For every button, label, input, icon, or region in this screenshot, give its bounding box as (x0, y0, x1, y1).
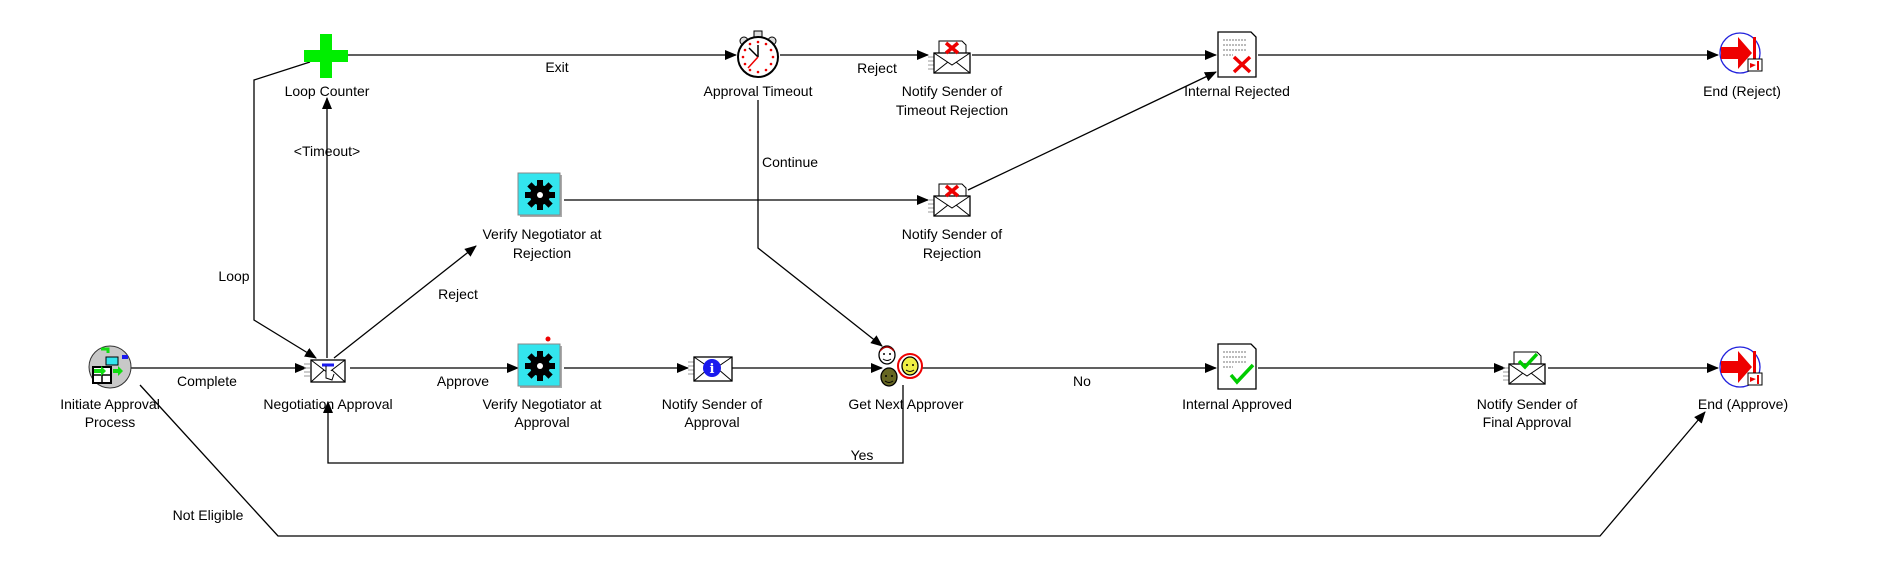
node-get-next-approver[interactable]: Get Next Approver (848, 345, 964, 412)
node-label: Initiate Approval (60, 396, 160, 412)
envelope-approve-icon (1503, 351, 1546, 385)
edge-label-not-eligible: Not Eligible (173, 507, 244, 523)
node-notify-timeout-rejection[interactable]: Notify Sender of Timeout Rejection (896, 40, 1008, 118)
edge-not-eligible[interactable] (139, 384, 1706, 537)
edge-label-approve: Approve (437, 373, 489, 389)
node-label: Timeout Rejection (896, 102, 1008, 118)
node-label: Rejection (923, 245, 981, 261)
edge-label-timeout-reject: Reject (857, 60, 897, 76)
node-label: Verify Negotiator at (482, 396, 601, 412)
node-label: Process (85, 414, 136, 430)
process-icon (88, 345, 132, 389)
edge-label-continue: Continue (762, 154, 818, 170)
gear-icon (517, 172, 562, 217)
edge-loop[interactable] (253, 61, 317, 359)
node-label: End (Reject) (1703, 83, 1781, 99)
node-label: Approval (514, 414, 569, 430)
end-icon (1719, 32, 1763, 74)
document-approve-icon (1217, 343, 1257, 390)
svg-text:i: i (710, 362, 715, 377)
edge-label-no: No (1073, 373, 1091, 389)
node-verify-negotiator-rejection[interactable]: Verify Negotiator at Rejection (482, 172, 602, 261)
node-label: Notify Sender of (1477, 396, 1577, 412)
edge-yes[interactable] (323, 385, 904, 464)
node-internal-approved[interactable]: Internal Approved (1182, 343, 1292, 412)
edge-label-reject: Reject (438, 286, 478, 302)
edge-label-yes: Yes (851, 447, 874, 463)
node-notify-final-approval[interactable]: Notify Sender of Final Approval (1477, 351, 1577, 430)
node-label: Verify Negotiator at (482, 226, 601, 242)
edge-reject[interactable] (333, 245, 477, 359)
edge-label-exit: Exit (545, 59, 568, 75)
node-label: Notify Sender of (662, 396, 762, 412)
node-approval-timeout[interactable]: Approval Timeout (704, 30, 813, 99)
people-icon (878, 345, 923, 387)
node-label: Approval (684, 414, 739, 430)
node-negotiation-approval[interactable]: Negotiation Approval (263, 359, 393, 412)
end-icon (1719, 346, 1763, 388)
edge-label-loop: Loop (218, 268, 249, 284)
node-label: Internal Rejected (1184, 83, 1290, 99)
gear-icon (517, 343, 562, 388)
node-internal-rejected[interactable]: Internal Rejected (1184, 31, 1290, 99)
node-label: Get Next Approver (848, 396, 964, 412)
node-label: Loop Counter (285, 83, 370, 99)
node-end-reject[interactable]: End (Reject) (1703, 32, 1781, 99)
envelope-reject-icon (928, 183, 971, 217)
node-label: Notify Sender of (902, 83, 1002, 99)
envelope-info-icon: i (688, 356, 733, 382)
edge-label-complete: Complete (177, 373, 237, 389)
edge-label-timeout: <Timeout> (294, 143, 360, 159)
node-label: Notify Sender of (902, 226, 1002, 242)
node-label: Internal Approved (1182, 396, 1292, 412)
node-loop-counter[interactable]: Loop Counter (285, 34, 370, 99)
node-verify-negotiator-approval[interactable]: Verify Negotiator at Approval (482, 336, 602, 431)
edge-continue[interactable] (757, 100, 883, 347)
plus-icon (304, 34, 348, 78)
node-label: Approval Timeout (704, 83, 813, 99)
status-dot (545, 336, 551, 342)
node-label: Rejection (513, 245, 571, 261)
edge-rejection-to-internal[interactable] (967, 71, 1217, 191)
envelope-reject-icon (928, 40, 971, 74)
stopwatch-icon (737, 30, 779, 78)
node-notify-rejection[interactable]: Notify Sender of Rejection (902, 183, 1002, 261)
node-label: Negotiation Approval (263, 396, 392, 412)
node-label: Final Approval (1483, 414, 1572, 430)
node-initiate-approval-process[interactable]: Initiate Approval Process (60, 345, 160, 430)
notification-envelope-icon (304, 359, 346, 383)
node-label: End (Approve) (1698, 396, 1788, 412)
node-notify-approval[interactable]: i Notify Sender of Approval (662, 356, 762, 430)
node-end-approve[interactable]: End (Approve) (1698, 346, 1788, 412)
document-reject-icon (1217, 31, 1257, 78)
